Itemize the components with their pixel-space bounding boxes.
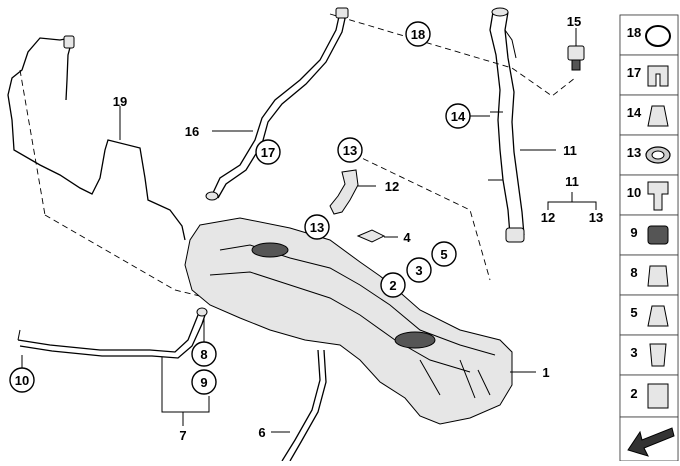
- callout-6[interactable]: 6: [258, 425, 265, 440]
- hose-clip-icon: [647, 65, 669, 87]
- callout-16[interactable]: 16: [185, 124, 199, 139]
- panel-row-13[interactable]: 13: [619, 134, 679, 176]
- callout-7[interactable]: 7: [179, 428, 186, 443]
- gasket-part-4: [356, 229, 398, 243]
- panel-row-8-label: 8: [630, 265, 637, 280]
- callout-8-label: 8: [200, 347, 207, 362]
- hex-bolt-icon: [647, 181, 669, 211]
- callout-17-label: 17: [261, 145, 275, 160]
- panel-row-14[interactable]: 14: [619, 94, 679, 136]
- panel-row-13-label: 13: [627, 145, 641, 160]
- callout-9[interactable]: 9: [191, 369, 217, 395]
- rubber-bushing-icon: [647, 383, 669, 409]
- callout-15[interactable]: 15: [567, 14, 581, 29]
- panel-row-9-label: 9: [630, 225, 637, 240]
- callout-14-label: 14: [451, 109, 466, 124]
- panel-row-8[interactable]: 8: [619, 254, 679, 296]
- panel-row-9[interactable]: 9: [619, 214, 679, 256]
- callout-12[interactable]: 12: [385, 179, 399, 194]
- panel-row-18-label: 18: [627, 25, 641, 40]
- callout-12-label: 12: [385, 179, 399, 194]
- panel-row-2[interactable]: 2: [619, 374, 679, 418]
- callout-10-label: 10: [15, 373, 29, 388]
- callout-11-label: 11: [563, 143, 577, 158]
- hardware-side-panel: 18 17 14 13 10 9: [619, 14, 679, 462]
- spacer-sleeve-icon: [649, 343, 667, 367]
- callout-11-group[interactable]: 11 12 13: [541, 174, 603, 225]
- callout-18-label: 18: [411, 27, 425, 42]
- callout-11[interactable]: 11: [563, 143, 577, 158]
- callout-5-label: 5: [440, 247, 447, 262]
- clip-nut-icon: [647, 305, 669, 327]
- connector-hose-part-12: [329, 169, 376, 215]
- panel-row-3[interactable]: 3: [619, 334, 679, 376]
- callout-6-label: 6: [258, 425, 265, 440]
- grommet-icon: [647, 265, 669, 287]
- direction-arrow-icon: [627, 427, 675, 457]
- filler-neck-part-11: [488, 7, 556, 243]
- callout-13-upper-label: 13: [343, 143, 357, 158]
- panel-row-10[interactable]: 10: [619, 174, 679, 216]
- callout-15-label: 15: [567, 14, 581, 29]
- vent-valve-part-15: [567, 28, 585, 71]
- expanding-nut-icon: [647, 105, 669, 127]
- panel-row-3-label: 3: [630, 345, 637, 360]
- filler-hose-part-16: [205, 7, 349, 201]
- pipe-part-6: [271, 349, 327, 462]
- fuel-tank-part-1: [184, 217, 536, 425]
- callout-1-label: 1: [542, 365, 549, 380]
- panel-row-17[interactable]: 17: [619, 54, 679, 96]
- callout-7-label: 7: [179, 428, 186, 443]
- callout-4[interactable]: 4: [403, 230, 411, 245]
- panel-row-5-label: 5: [630, 305, 637, 320]
- callout-13-upper[interactable]: 13: [337, 137, 363, 163]
- callout-2[interactable]: 2: [380, 272, 406, 298]
- fuel-line-part-7: [17, 307, 210, 426]
- callout-8[interactable]: 8: [191, 318, 217, 367]
- callout-19[interactable]: 19: [113, 94, 127, 109]
- callout-3[interactable]: 3: [406, 257, 432, 283]
- callout-18[interactable]: 18: [405, 21, 431, 47]
- callout-19-label: 19: [113, 94, 127, 109]
- arrow-indicator-cell: [619, 416, 679, 462]
- panel-row-2-label: 2: [630, 386, 637, 401]
- rubber-mount-icon: [647, 225, 669, 245]
- panel-row-5[interactable]: 5: [619, 294, 679, 336]
- panel-row-17-label: 17: [627, 65, 641, 80]
- callout-13-group-label: 13: [589, 210, 603, 225]
- callout-5[interactable]: 5: [431, 241, 457, 267]
- panel-row-10-label: 10: [627, 185, 641, 200]
- vent-line-part-19: [7, 35, 186, 241]
- callout-12-group-label: 12: [541, 210, 555, 225]
- callout-13-middle[interactable]: 13: [304, 214, 330, 240]
- callout-17[interactable]: 17: [255, 139, 281, 165]
- callout-1[interactable]: 1: [542, 365, 549, 380]
- callout-9-label: 9: [200, 375, 207, 390]
- callout-3-label: 3: [415, 263, 422, 278]
- callout-11-group-label: 11: [565, 174, 579, 189]
- o-ring-icon: [645, 25, 671, 47]
- callout-4-label: 4: [403, 230, 411, 245]
- panel-row-14-label: 14: [627, 105, 642, 120]
- callout-13-middle-label: 13: [310, 220, 324, 235]
- panel-row-18[interactable]: 18: [619, 14, 679, 56]
- callout-14[interactable]: 14: [445, 103, 490, 129]
- callout-10[interactable]: 10: [9, 367, 35, 393]
- callout-2-label: 2: [389, 278, 396, 293]
- callout-16-label: 16: [185, 124, 199, 139]
